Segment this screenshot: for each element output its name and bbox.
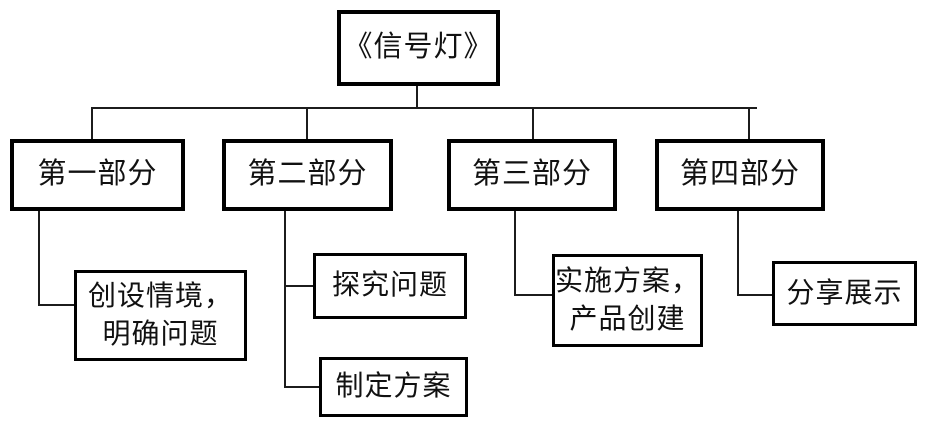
node-part2-child2-line1: 制定方案 [335,371,452,403]
connector-part2-branch-bottom [284,386,321,388]
connector-part3-horizontal [514,294,554,296]
connector-drop-part3 [532,107,534,139]
node-part3-child1: 实施方案， 产品创建 [552,254,703,347]
connector-part4-vertical [737,211,739,296]
node-part2-child1-line1: 探究问题 [331,270,448,302]
node-part2-label: 第二部分 [247,158,368,191]
connector-drop-part2 [306,107,308,139]
node-part3-child1-line1: 实施方案， [555,265,701,297]
node-part2-child2: 制定方案 [319,357,468,417]
connector-part4-horizontal [737,294,774,296]
node-part1-label: 第一部分 [37,158,158,191]
node-part4: 第四部分 [655,139,825,211]
connector-part1-horizontal [38,304,76,306]
connector-drop-part4 [748,107,750,139]
node-part1-child1: 创设情境， 明确问题 [74,270,247,361]
node-part4-label: 第四部分 [679,158,800,191]
node-part3-child1-line2: 产品创建 [569,303,686,335]
connector-root-stem [416,86,418,109]
node-part1-child1-line1: 创设情境， [87,280,233,312]
connector-part3-vertical [514,211,516,296]
node-root: 《信号灯》 [337,10,500,86]
connector-part2-vertical [284,211,286,388]
node-root-label: 《信号灯》 [343,31,494,64]
connector-drop-part1 [91,107,93,139]
connector-part2-branch-top [284,285,315,287]
node-part2-child1: 探究问题 [313,253,467,319]
node-part1: 第一部分 [10,139,185,211]
connector-main-horizontal [91,107,757,109]
node-part4-child1-line1: 分享展示 [786,277,903,309]
node-part3-label: 第三部分 [471,158,592,191]
connector-part1-vertical [38,211,40,306]
node-part4-child1: 分享展示 [772,261,917,326]
node-part1-child1-line2: 明确问题 [102,318,219,350]
node-part2: 第二部分 [222,139,393,211]
node-part3: 第三部分 [447,139,617,211]
